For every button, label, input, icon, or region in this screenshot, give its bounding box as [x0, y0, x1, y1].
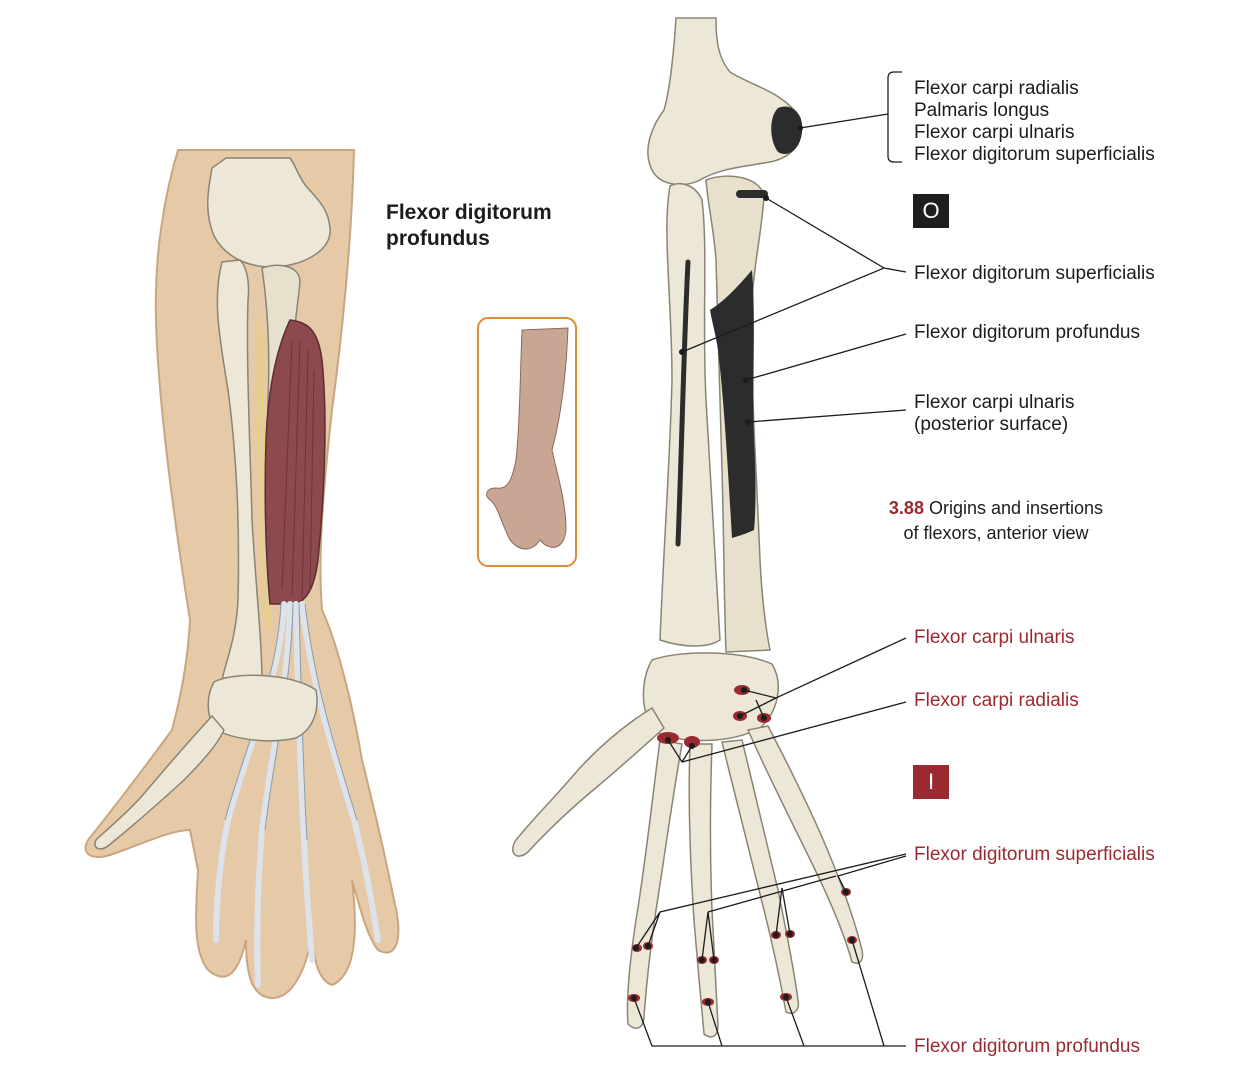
- insertion-badge: I: [913, 765, 949, 799]
- origin-group-label-4: Flexor digitorum superficialis: [914, 144, 1155, 165]
- leader-fdp-insertion: [633, 939, 906, 1047]
- leader-fcr-insertion: [667, 699, 907, 763]
- figure-caption-text: Origins and insertions of flexors, anter…: [903, 498, 1104, 543]
- right-finger-ring: [721, 739, 800, 1014]
- muscle-title: Flexor digitorum profundus: [386, 200, 552, 252]
- left-forearm-illustration: [84, 149, 400, 1000]
- leader-fcu-insertion: [739, 637, 907, 717]
- left-carpal-bones: [207, 674, 318, 742]
- origin-label-fcu: Flexor carpi ulnaris (posterior surface): [914, 392, 1075, 435]
- origin-group-label-3: Flexor carpi ulnaris: [914, 122, 1075, 143]
- figure-number: 3.88: [888, 498, 924, 518]
- left-humerus-end: [206, 157, 331, 268]
- insertion-label-fds: Flexor digitorum superficialis: [914, 844, 1155, 865]
- right-radius: [659, 182, 721, 647]
- right-finger-middle: [688, 743, 719, 1038]
- fdp-tendons: [213, 601, 381, 988]
- origin-mark-fds-ulnar: [736, 190, 768, 198]
- figure-caption: 3.88 Origins and insertions of flexors, …: [856, 496, 1136, 546]
- origin-badge: O: [913, 194, 949, 228]
- leader-dots: [631, 125, 855, 1005]
- leader-fds-insertion: [635, 853, 907, 961]
- muscle-title-text: Flexor digitorum profundus: [386, 201, 552, 250]
- origin-mark-common-flexor: [771, 106, 803, 154]
- right-finger-index: [626, 739, 683, 1029]
- right-skeleton-illustration: [512, 17, 907, 1047]
- left-thumb-bones: [94, 714, 225, 850]
- insertion-label-fdp: Flexor digitorum profundus: [914, 1036, 1140, 1057]
- insertion-label-fcu: Flexor carpi ulnaris: [914, 627, 1075, 648]
- fdp-muscle-fibers: [281, 339, 315, 599]
- inset-arm-thumbnail: [477, 317, 577, 567]
- origin-mark-fds-radial: [675, 259, 691, 547]
- leader-fds-origin: [681, 197, 907, 353]
- right-finger-little: [746, 725, 864, 964]
- inset-arm: [486, 327, 569, 550]
- leader-fdp-origin: [745, 333, 907, 381]
- leader-lines: [633, 71, 907, 1047]
- leader-common-flexor: [799, 113, 889, 129]
- origin-mark-fdp: [710, 270, 756, 538]
- insertion-label-fcr: Flexor carpi radialis: [914, 690, 1079, 711]
- bracket-origin-group: [887, 71, 902, 163]
- origin-group-label-1: Flexor carpi radialis: [914, 78, 1079, 99]
- leader-fcu-origin: [747, 409, 907, 423]
- origin-group-label-2: Palmaris longus: [914, 100, 1050, 121]
- right-humerus: [647, 17, 802, 186]
- origin-label-fdp: Flexor digitorum profundus: [914, 322, 1140, 343]
- fdp-muscle-belly: [264, 319, 326, 605]
- right-thumb-bones: [512, 706, 665, 857]
- origin-label-fds: Flexor digitorum superficialis: [914, 263, 1155, 284]
